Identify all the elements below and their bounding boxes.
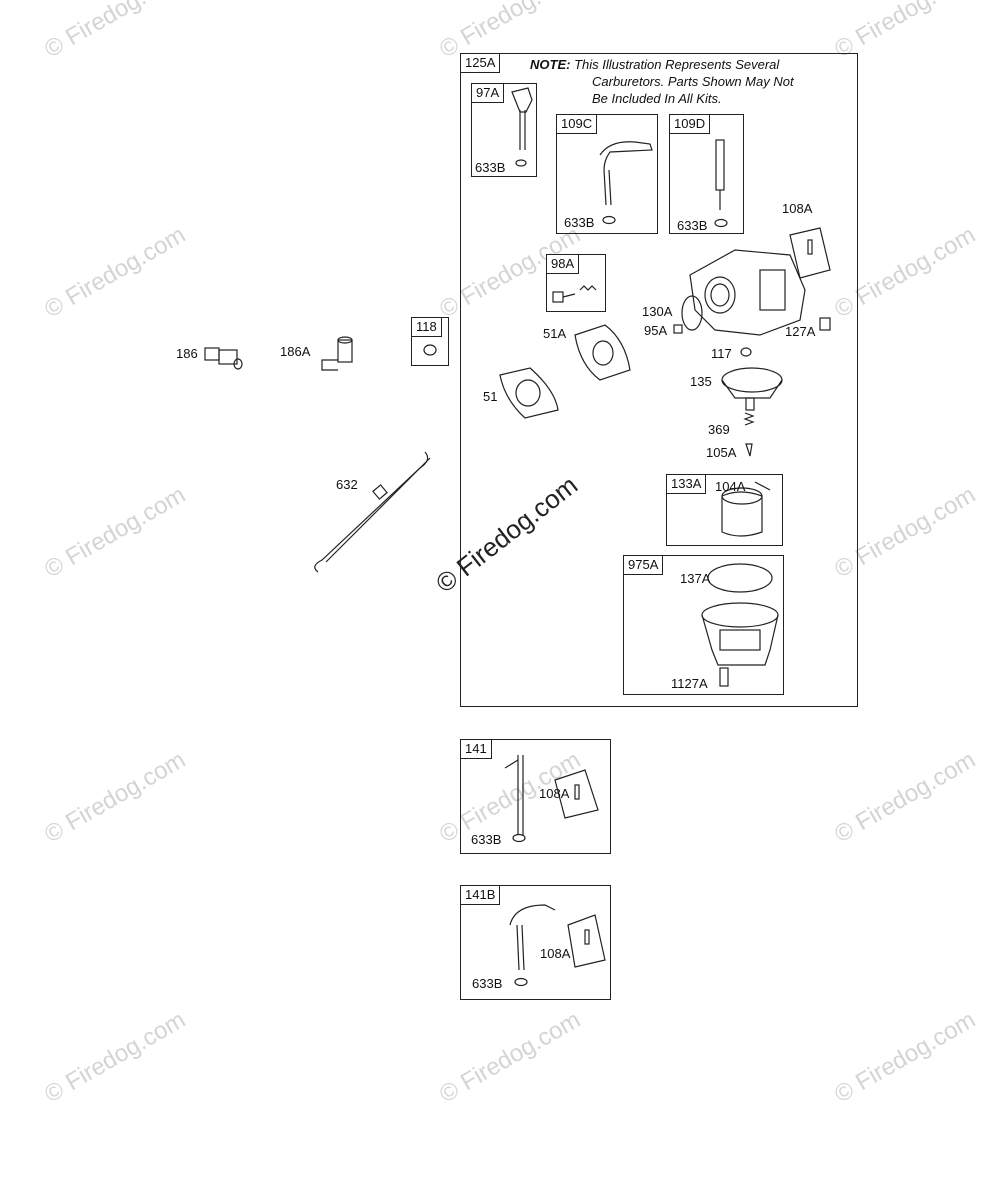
callout-127A: 127A xyxy=(785,324,816,339)
note-line-3: Be Included In All Kits. xyxy=(592,91,722,106)
kit-box-133A: 133A xyxy=(666,474,783,546)
part-109C-throttle-shaft xyxy=(599,141,653,225)
part-632-link xyxy=(314,451,431,573)
kit-label-118: 118 xyxy=(411,317,442,337)
callout-105A: 105A xyxy=(706,445,737,460)
kit-label-98A: 98A xyxy=(546,254,580,274)
callout-95A: 95A xyxy=(644,323,668,338)
note-line-2: Carburetors. Parts Shown May Not xyxy=(592,74,794,89)
part-127A xyxy=(819,317,831,331)
callout-633B-109C: 633B xyxy=(564,215,595,230)
kit-box-109C: 109C xyxy=(556,114,658,234)
callout-186: 186 xyxy=(176,346,198,361)
kit-box-125A: 125A xyxy=(460,53,858,707)
callout-632: 632 xyxy=(336,477,358,492)
part-186-fitting xyxy=(204,347,243,370)
callout-108A-141B: 108A xyxy=(540,946,571,961)
part-117 xyxy=(740,347,752,357)
callout-104A: 104A xyxy=(715,479,746,494)
callout-369: 369 xyxy=(708,422,730,437)
part-137A-filter xyxy=(707,563,773,593)
part-118-plug xyxy=(423,344,437,356)
kit-box-118: 118 xyxy=(411,317,449,366)
part-975A-air-cleaner xyxy=(701,602,779,666)
kit-label-125A: 125A xyxy=(460,53,501,73)
part-98A-screw-spring xyxy=(552,285,597,303)
kit-box-97A: 97A xyxy=(471,83,537,177)
callout-51: 51 xyxy=(483,389,498,404)
part-1127A-bolt xyxy=(719,667,729,687)
callout-108A-141: 108A xyxy=(539,786,570,801)
kit-box-141: 141 xyxy=(460,739,611,854)
callout-135: 135 xyxy=(690,374,712,389)
part-141B-shaft xyxy=(509,904,606,987)
callout-130A: 130A xyxy=(642,304,673,319)
part-135-bowl-cover xyxy=(721,367,783,411)
part-95A xyxy=(673,324,683,334)
part-109D-shaft xyxy=(714,139,728,228)
part-108A-gasket xyxy=(789,227,831,279)
kit-box-975A: 975A xyxy=(623,555,784,695)
kit-label-133A: 133A xyxy=(666,474,707,494)
kit-label-109C: 109C xyxy=(556,114,598,134)
callout-108A: 108A xyxy=(782,201,813,216)
callout-117: 117 xyxy=(711,346,732,361)
part-369-spring xyxy=(743,412,755,426)
kit-label-109D: 109D xyxy=(669,114,711,134)
carburetor-note: NOTE: This Illustration Represents Sever… xyxy=(530,56,830,107)
part-carburetor-body xyxy=(681,249,806,336)
part-51A-gasket xyxy=(574,324,631,381)
part-104A-float xyxy=(721,481,771,537)
part-105A-needle xyxy=(745,443,753,457)
kit-box-141B: 141B xyxy=(460,885,611,1000)
callout-51A: 51A xyxy=(543,326,567,341)
kit-label-141B: 141B xyxy=(460,885,501,905)
part-51-gasket xyxy=(499,367,559,419)
callout-1127A: 1127A xyxy=(671,676,708,691)
note-line-1: This Illustration Represents Several xyxy=(574,57,780,72)
callout-633B-97A: 633B xyxy=(475,160,506,175)
callout-137A: 137A xyxy=(680,571,711,586)
part-141-shaft xyxy=(504,755,599,843)
kit-box-98A: 98A xyxy=(546,254,606,312)
kit-label-97A: 97A xyxy=(471,83,505,103)
kit-label-141: 141 xyxy=(460,739,492,759)
part-97A-choke-lever xyxy=(511,87,533,167)
callout-633B-109D: 633B xyxy=(677,218,708,233)
kit-box-109D: 109D xyxy=(669,114,744,234)
callout-633B-141B: 633B xyxy=(472,976,503,991)
callout-633B-141: 633B xyxy=(471,832,502,847)
callout-186A: 186A xyxy=(280,344,311,359)
note-prefix: NOTE: xyxy=(530,57,571,72)
part-186A-elbow xyxy=(321,336,353,371)
kit-label-975A: 975A xyxy=(623,555,664,575)
